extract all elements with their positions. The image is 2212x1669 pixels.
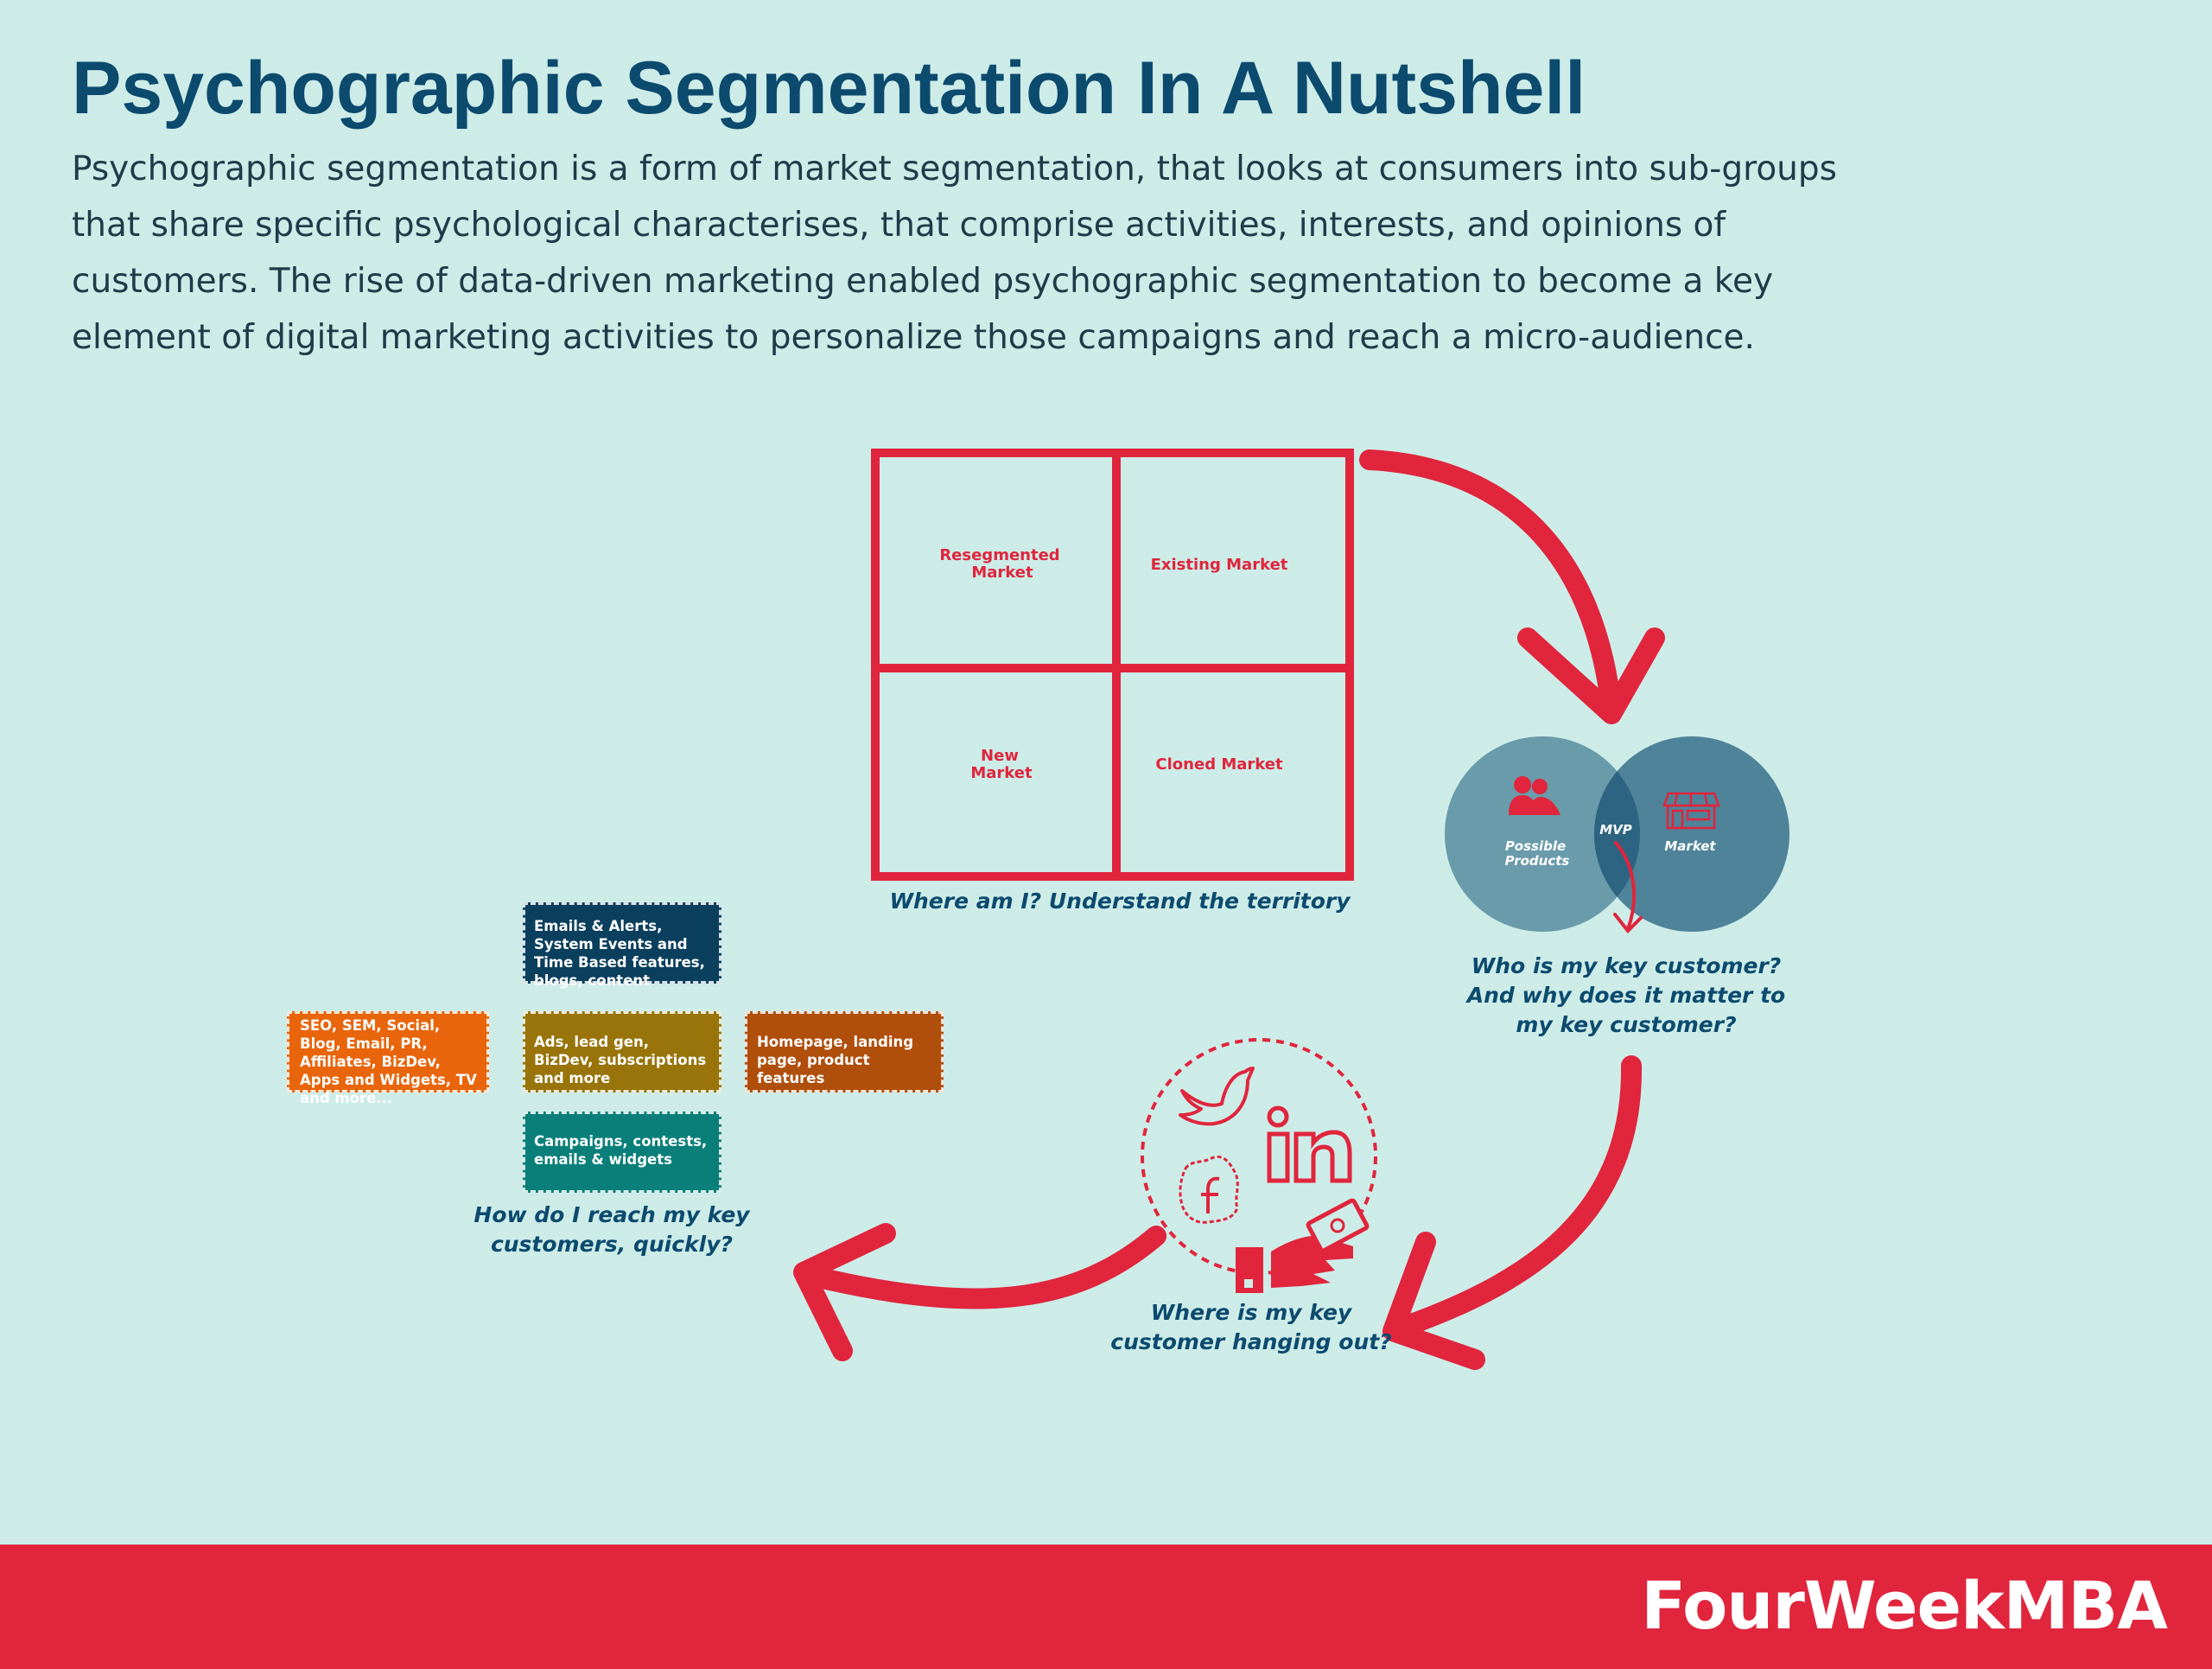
footer-bar: FourWeekMBA [0,1545,2212,1669]
channel-box-acquisition: SEO, SEM, Social, Blog, Email, PR, Affil… [287,1011,489,1106]
channel-box-referral: Campaigns, contests, emails & widgets [523,1112,721,1193]
venn-mvp-label: MVP [1599,822,1632,838]
hand-money-icon [1236,1198,1370,1293]
segmentation-diagram: Resegmented Market Existing Market New M… [474,449,1789,1370]
venn-question-1: Who is my key customer? [1471,953,1782,978]
arrow-venn-to-social [1382,1055,1643,1370]
channel-box-retention: Emails & Alerts, System Events and Time … [523,902,721,989]
linkedin-icon [1267,1105,1352,1183]
channels-question-1: How do I reach my key [474,1202,751,1227]
grid-existing-market-label: Existing Market [1151,556,1288,574]
venn-diagram: Possible Products MVP Market [1445,736,1789,934]
page-description: Psychographic segmentation is a form of … [72,150,1837,357]
grid-new-label-2: Market [970,764,1033,782]
venn-circle-products [1445,736,1640,932]
social-question-2: customer hanging out? [1110,1329,1391,1354]
storefront-icon [1662,792,1720,830]
social-media-cluster [1141,1038,1377,1293]
social-question-1: Where is my key [1151,1300,1353,1325]
venn-market-label: Market [1664,838,1716,854]
grid-cloned-market-label: Cloned Market [1155,755,1283,774]
channels-question-2: customers, quickly? [491,1232,733,1257]
grid-resegmented-label-1: Resegmented [939,546,1059,564]
brand-logo-text: FourWeekMBA [1641,1567,2168,1644]
page-title: Psychographic Segmentation In A Nutshell [72,47,1586,130]
grid-resegmented-label-2: Market [971,564,1033,582]
facebook-icon [1179,1156,1239,1224]
grid-question: Where am I? Understand the territory [889,889,1351,914]
venn-question-2: And why does it matter to [1465,983,1785,1008]
venn-products-label-1: Possible [1505,838,1566,854]
grid-new-label-1: New [981,747,1019,765]
venn-question-3: my key customer? [1516,1012,1736,1037]
twitter-bird-icon [1179,1067,1255,1126]
channel-box-revenue: Ads, lead gen, BizDev, subscriptions and… [523,1011,721,1092]
venn-circle-market [1594,736,1789,932]
mvp-arrow-icon [1613,841,1643,934]
people-icon [1509,776,1560,815]
arrow-social-to-channels [793,1223,1166,1361]
market-grid [871,449,1354,881]
venn-products-label-2: Products [1505,853,1570,869]
channel-box-activation: Homepage, landing page, product features [745,1011,944,1092]
arrow-grid-to-venn [1359,449,1665,724]
